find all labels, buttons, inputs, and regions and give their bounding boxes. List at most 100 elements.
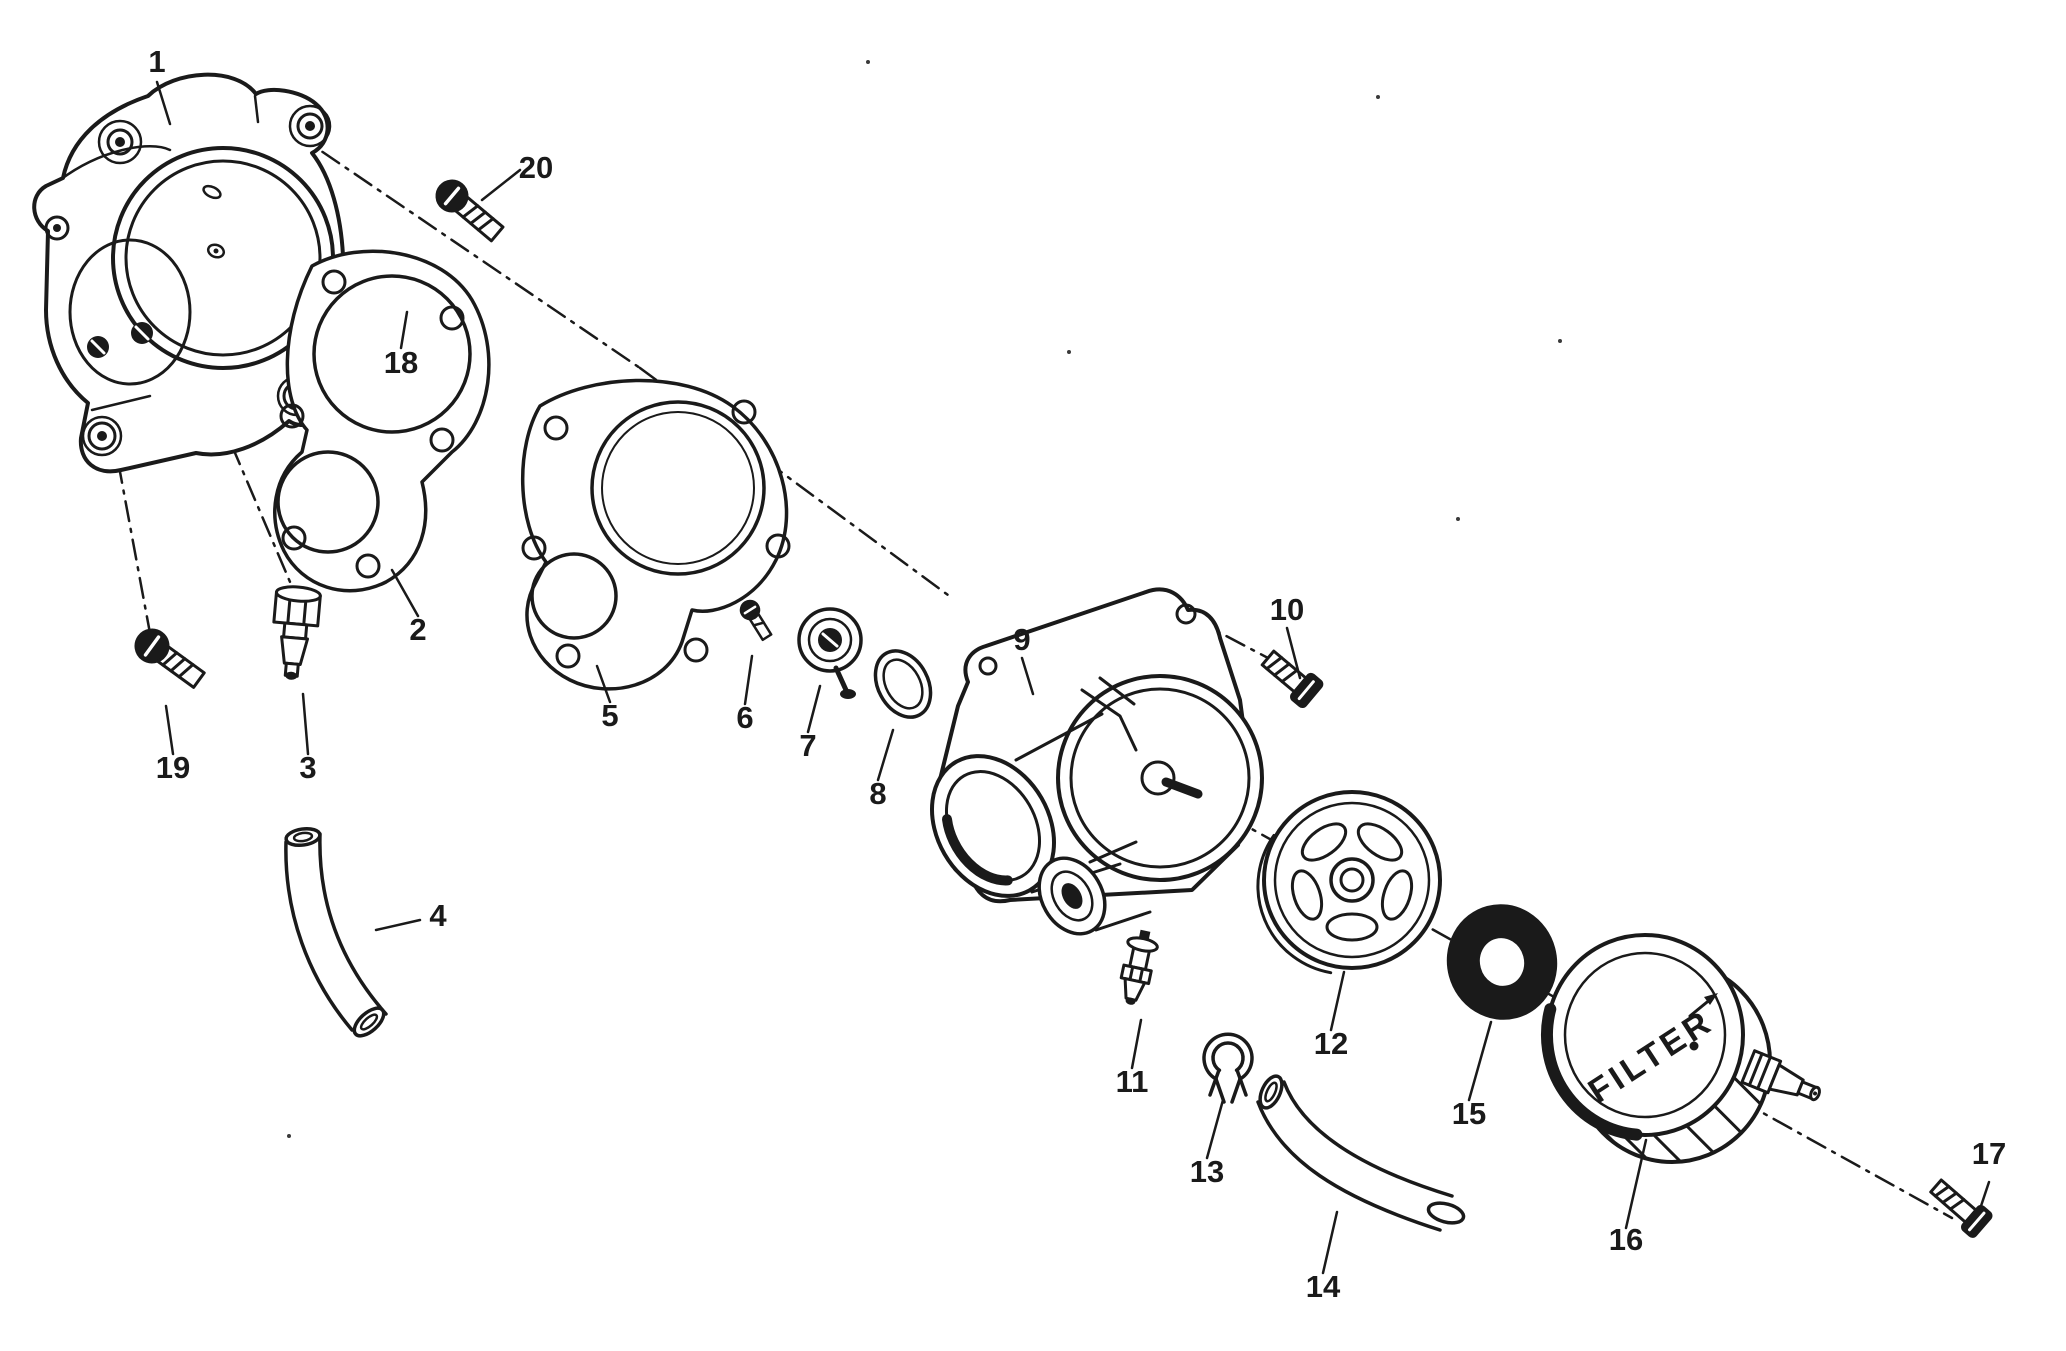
boss-shadow bbox=[941, 814, 1013, 886]
screw-thread bbox=[476, 217, 495, 232]
pump-body-center-hole bbox=[206, 243, 226, 259]
clamp-inner-wire bbox=[1211, 1041, 1245, 1073]
filter-face-ring bbox=[1563, 951, 1727, 1119]
filter-rim-shadow bbox=[1540, 1003, 1643, 1141]
part-label-10: 10 bbox=[1270, 592, 1304, 627]
hose-end-opening bbox=[1426, 1201, 1466, 1225]
clamp-leg bbox=[1235, 1068, 1248, 1097]
nipple-bore bbox=[1813, 1091, 1818, 1096]
valve-cap-slot bbox=[821, 632, 839, 648]
hose-end-bore bbox=[292, 831, 314, 843]
screw-thread bbox=[469, 210, 487, 225]
port-bore-dark bbox=[1061, 883, 1083, 909]
gasket-bolt-hole bbox=[765, 533, 791, 559]
screw-thread bbox=[1948, 1198, 1966, 1211]
scan-specks bbox=[287, 60, 1562, 1138]
part-6-screw bbox=[739, 599, 773, 642]
hose-edge bbox=[284, 840, 354, 1032]
speck bbox=[287, 1134, 291, 1138]
part-label-19: 19 bbox=[156, 750, 190, 785]
valve-rim-inner bbox=[807, 617, 853, 663]
clamp-leg bbox=[1230, 1077, 1242, 1104]
gasket-bolt-hole bbox=[439, 305, 465, 331]
centerline-upper-b bbox=[638, 366, 954, 600]
hatch-line bbox=[1732, 1075, 1763, 1106]
leader-line-18 bbox=[399, 310, 409, 350]
part-10-screw bbox=[1260, 649, 1324, 709]
pump-body-center-dot bbox=[213, 248, 219, 254]
part-19-screw bbox=[134, 628, 206, 689]
filter-face-dot bbox=[1689, 1041, 1699, 1051]
fitting-hex-flat bbox=[1128, 965, 1135, 982]
wheel-thickness-edge bbox=[1256, 834, 1333, 975]
leader-line-20 bbox=[480, 168, 522, 202]
screw-thread bbox=[1272, 662, 1291, 677]
screw-thread bbox=[461, 204, 480, 219]
part-label-1: 1 bbox=[148, 44, 165, 79]
hatch-line bbox=[1684, 1124, 1715, 1155]
part-label-16: 16 bbox=[1609, 1222, 1643, 1257]
speck bbox=[1376, 95, 1380, 99]
cover-port-small bbox=[1037, 856, 1107, 936]
gasket-bolt-hole bbox=[521, 535, 547, 561]
cover-shaft-pin bbox=[1161, 777, 1203, 799]
leader-line-13 bbox=[1205, 1098, 1225, 1160]
hose-end-opening bbox=[284, 826, 322, 848]
leader-line-11 bbox=[1130, 1018, 1143, 1070]
speck bbox=[1067, 350, 1071, 354]
speck bbox=[1456, 517, 1460, 521]
screw-thread bbox=[177, 663, 195, 679]
screw-thread bbox=[161, 651, 179, 667]
screw-slot bbox=[143, 635, 161, 657]
clamp-outer-wire bbox=[1202, 1032, 1254, 1081]
fitting-barb bbox=[280, 635, 310, 666]
part-3-fitting bbox=[272, 585, 322, 680]
part-label-7: 7 bbox=[799, 728, 816, 763]
leader-lines bbox=[155, 80, 1991, 1275]
bolt-hole-center bbox=[53, 224, 61, 232]
bolt-boss bbox=[97, 119, 143, 165]
fitting-hex-flat bbox=[1138, 967, 1144, 984]
part-label-13: 13 bbox=[1190, 1154, 1224, 1189]
wheel-slot bbox=[1300, 822, 1348, 862]
leader-line-17 bbox=[1979, 1180, 1991, 1208]
pump-body-slot bbox=[202, 184, 222, 200]
speck bbox=[866, 60, 870, 64]
fitting-flange bbox=[1126, 936, 1159, 953]
dark-boss-slot bbox=[90, 339, 106, 355]
screw-thread bbox=[1933, 1185, 1951, 1198]
part-9-pump-cover bbox=[930, 587, 1264, 936]
hose-end-opening bbox=[1258, 1074, 1284, 1110]
leader-line-6 bbox=[743, 654, 754, 706]
gasket-bolt-hole bbox=[279, 403, 305, 429]
screw-thread bbox=[1941, 1191, 1958, 1205]
part-label-18: 18 bbox=[384, 345, 418, 380]
bolt-hole-center bbox=[305, 121, 315, 131]
leader-line-14 bbox=[1321, 1210, 1339, 1275]
gasket-bolt-hole bbox=[321, 269, 347, 295]
bolt-boss bbox=[81, 415, 123, 457]
part-14-hose bbox=[1256, 1074, 1466, 1232]
gasket-bolt-hole bbox=[731, 399, 757, 425]
part-label-8: 8 bbox=[869, 776, 886, 811]
wheel-slot bbox=[1380, 869, 1414, 921]
clamp-leg bbox=[1214, 1077, 1226, 1104]
bolt-hole bbox=[296, 112, 324, 140]
centerline-main-axis bbox=[1158, 776, 1954, 1220]
part-label-11: 11 bbox=[1116, 1064, 1149, 1099]
hose-end-opening bbox=[352, 1006, 386, 1038]
part-16-filter-cup: FILTER bbox=[1540, 933, 1821, 1164]
leader-line-9 bbox=[1020, 656, 1035, 696]
wheel-hub bbox=[1329, 857, 1375, 903]
speck bbox=[1558, 339, 1562, 343]
nipple-hex-flat bbox=[1747, 1052, 1764, 1087]
screw-thread bbox=[1280, 668, 1299, 684]
part-4-hose bbox=[284, 826, 388, 1038]
cover-face-rim-inner bbox=[1069, 687, 1251, 869]
gasket-bolt-hole bbox=[543, 415, 569, 441]
part-label-20: 20 bbox=[519, 150, 553, 185]
port-side-line bbox=[1094, 910, 1152, 932]
screw-slot bbox=[1968, 1211, 1986, 1232]
wheel-rim-inner bbox=[1273, 801, 1431, 959]
